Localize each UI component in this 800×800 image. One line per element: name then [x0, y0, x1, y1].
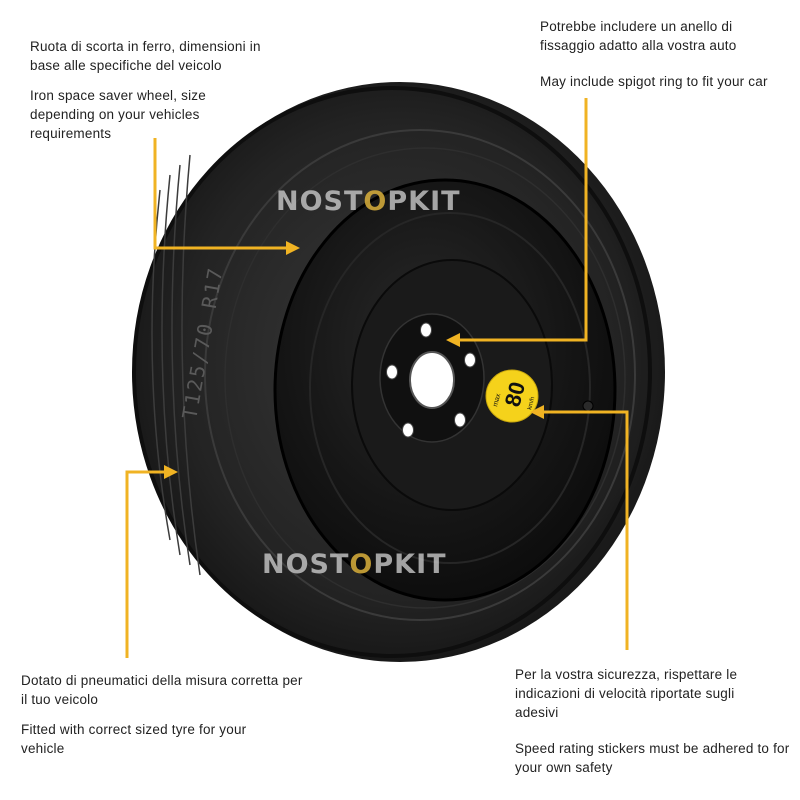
speed-rating-sticker: 80 max km/h [485, 369, 539, 423]
watermark-text: NOST [262, 549, 350, 580]
callout-bottom-right-en: Speed rating stickers must be adhered to… [515, 741, 790, 775]
leader-top-right [458, 98, 588, 342]
watermark-text: PKIT [387, 186, 461, 217]
callout-top-right-en: May include spigot ring to fit your car [540, 74, 768, 89]
rim-step [309, 212, 591, 564]
callout-bottom-right-it: Per la vostra sicurezza, rispettare le i… [515, 667, 738, 720]
leader-bottom-right [542, 410, 629, 650]
tyre-valve [582, 400, 594, 412]
leader-bottom-left [125, 470, 166, 658]
watermark-text-highlight: O [349, 549, 374, 580]
tyre-sidewall-ring-inner [224, 147, 626, 609]
watermark-bottom: NOSTOPKIT [262, 549, 447, 580]
leader-top-left [153, 138, 288, 250]
callout-top-left-it: Ruota di scorta in ferro, dimensioni in … [30, 39, 261, 73]
callout-bottom-left-en: Fitted with correct sized tyre for your … [21, 722, 247, 756]
rim-outer-lip [273, 178, 617, 602]
watermark-text-highlight: O [363, 186, 388, 217]
tyre-tread-edge [132, 86, 652, 658]
center-bore [409, 351, 455, 409]
callout-bottom-left-it: Dotato di pneumatici della misura corret… [21, 673, 303, 707]
watermark-top: NOSTOPKIT [276, 186, 461, 217]
callout-top-left-en: Iron space saver wheel, size depending o… [30, 88, 206, 141]
callout-top-right-it: Potrebbe includere un anello di fissaggi… [540, 19, 737, 53]
watermark-text: PKIT [373, 549, 447, 580]
watermark-text: NOST [276, 186, 364, 217]
leader-arrowheads [164, 241, 544, 479]
tyre-sidewall-ring [204, 129, 636, 621]
lug-holes [386, 322, 476, 438]
sticker-max: max [492, 392, 502, 407]
callout-leaders [125, 98, 629, 658]
sticker-unit: km/h [527, 396, 536, 410]
